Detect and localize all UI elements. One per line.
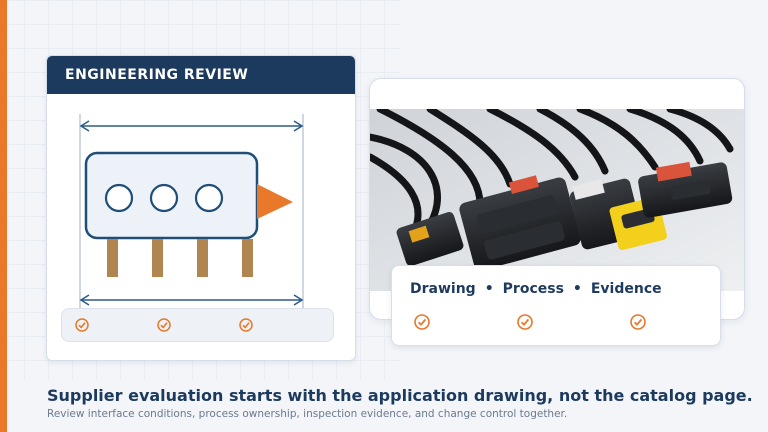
pin-1 bbox=[107, 239, 118, 277]
subline: Review interface conditions, process own… bbox=[47, 408, 568, 420]
pin-3 bbox=[197, 239, 208, 277]
accent-bar bbox=[0, 0, 7, 432]
top-dimension-arrow bbox=[79, 120, 304, 132]
caption-card: Drawing • Process • Evidence bbox=[391, 265, 721, 346]
connector-housing-1 bbox=[396, 212, 464, 266]
check-strip bbox=[61, 308, 334, 342]
caption-evidence: Evidence bbox=[590, 281, 662, 297]
check-circle-icon bbox=[75, 318, 89, 332]
check-circle-icon bbox=[630, 314, 646, 330]
latch-marker bbox=[257, 184, 293, 219]
bottom-dimension-arrow bbox=[79, 294, 304, 306]
pin-2 bbox=[152, 239, 163, 277]
check-circle-icon bbox=[414, 314, 430, 330]
caption-separator: • bbox=[484, 281, 494, 297]
connector-drawing bbox=[79, 114, 304, 319]
pin-4 bbox=[242, 239, 253, 277]
check-circle-icon bbox=[239, 318, 253, 332]
engineering-review-card: ENGINEERING REVIEW bbox=[46, 55, 356, 361]
headline: Supplier evaluation starts with the appl… bbox=[47, 386, 753, 405]
engineering-review-header: ENGINEERING REVIEW bbox=[47, 56, 355, 94]
connector-housing-4 bbox=[638, 161, 733, 218]
wire-harness-connectors-photo bbox=[370, 109, 744, 291]
caption-row: Drawing • Process • Evidence bbox=[410, 281, 662, 301]
caption-process: Process bbox=[502, 281, 564, 297]
caption-separator: • bbox=[572, 281, 582, 297]
connector-housing-2 bbox=[459, 175, 581, 271]
check-circle-icon bbox=[157, 318, 171, 332]
cavity-2 bbox=[149, 183, 179, 213]
caption-drawing: Drawing bbox=[410, 281, 476, 297]
cavity-3 bbox=[194, 183, 224, 213]
cavity-1 bbox=[104, 183, 134, 213]
check-circle-icon bbox=[517, 314, 533, 330]
